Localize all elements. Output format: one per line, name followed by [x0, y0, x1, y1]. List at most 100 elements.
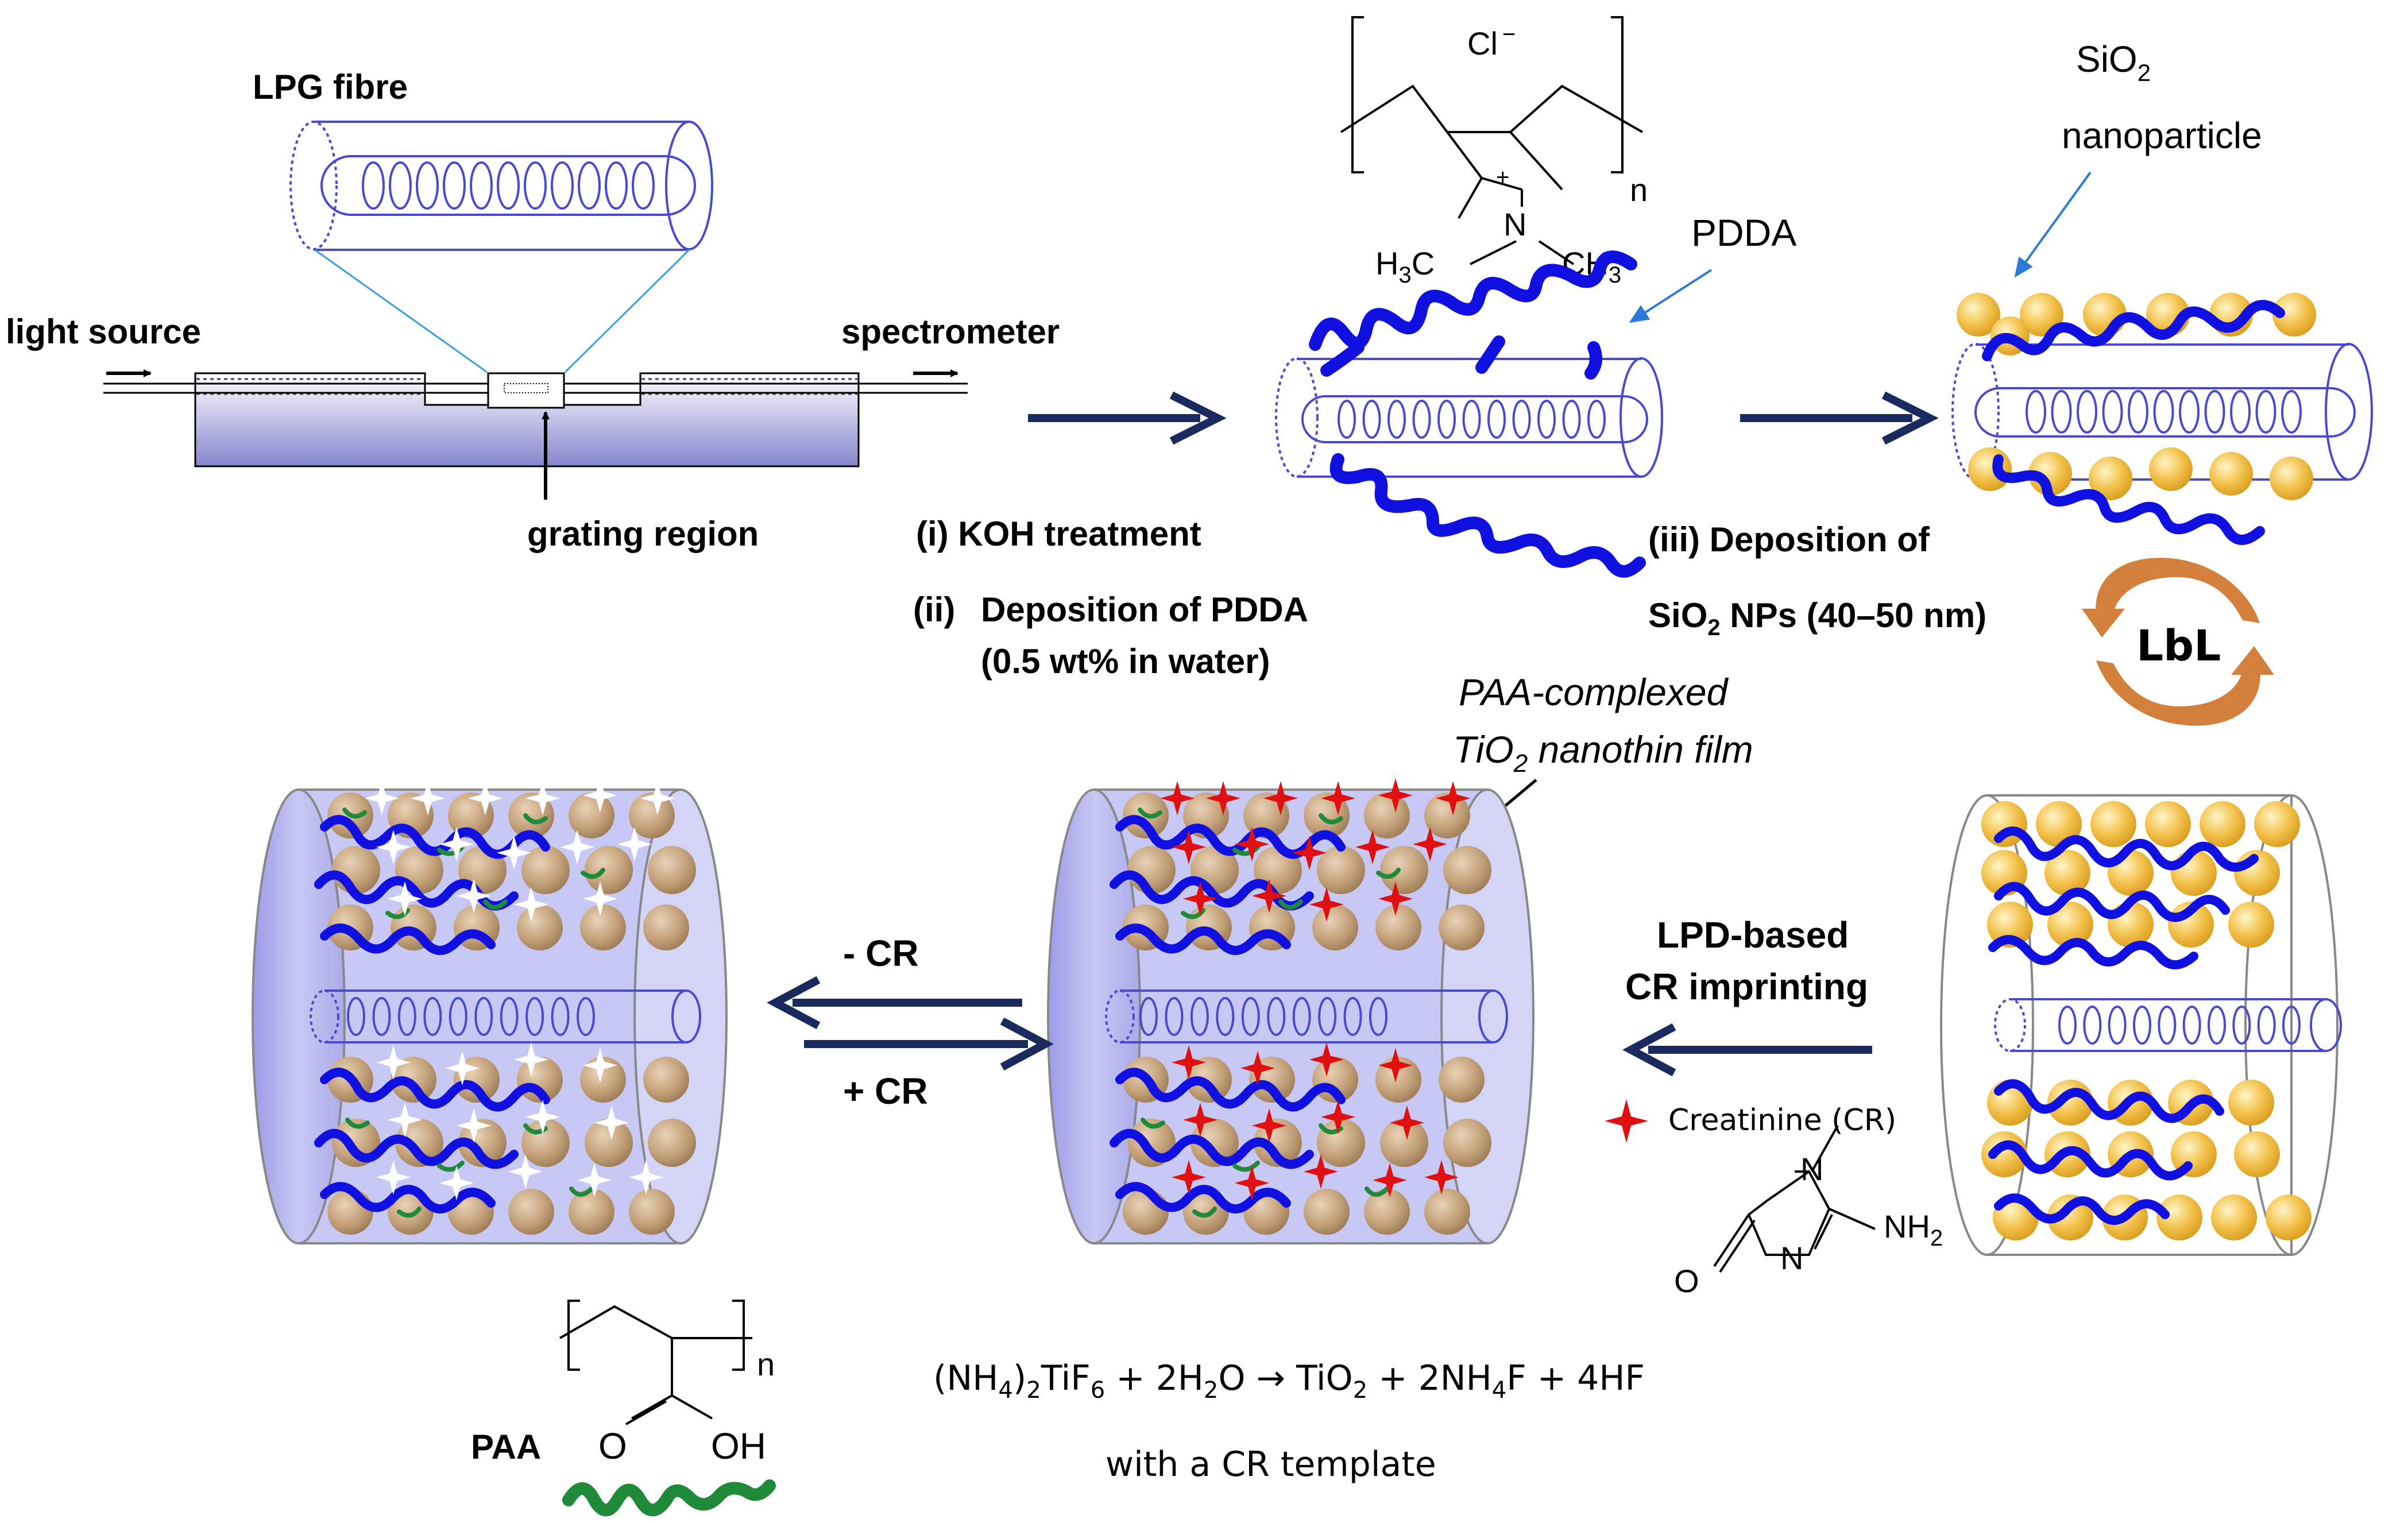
grating-loop [1338, 400, 1356, 439]
nanoparticle [2209, 452, 2253, 496]
left-paa-top [342, 807, 605, 919]
creatinine-legend-text: Creatinine (CR) [1668, 1103, 1896, 1138]
step-iii-line2: SiO2 NPs (40–50 nm) [1648, 596, 1986, 640]
nanoparticle [508, 1189, 554, 1235]
nanoparticle [1968, 447, 2012, 491]
sio2-pointer [2014, 171, 2092, 278]
nanoparticle [1443, 1119, 1491, 1167]
imprinted-cavity [594, 1105, 629, 1140]
grating-lines [504, 383, 548, 393]
grating-loop [1437, 400, 1456, 439]
step-ii-num: (ii) [913, 590, 955, 629]
grating-loop [2230, 390, 2251, 434]
creatinine-star [1304, 1154, 1338, 1189]
grating-loop [577, 997, 595, 1036]
imprinted-cavity [508, 1154, 543, 1189]
imprinted-cavity [376, 830, 411, 864]
nanoparticle [1312, 904, 1358, 950]
grating-loop [2133, 1006, 2151, 1045]
grating-loop [2204, 390, 2225, 434]
grating-loop [1190, 997, 1209, 1036]
grating-loop [449, 997, 467, 1036]
nanoparticle [2254, 801, 2300, 847]
grating-loop [2058, 1006, 2077, 1045]
grating-loop [1267, 997, 1286, 1036]
creatinine-star [1321, 1100, 1355, 1134]
nanoparticle [1123, 1189, 1169, 1235]
paa-o: O [598, 1425, 627, 1467]
nanoparticle [2171, 850, 2217, 896]
middle-paa-top [1138, 807, 1401, 919]
nanoparticle [2228, 902, 2274, 948]
nanoparticle [1424, 1189, 1470, 1235]
reaction-template-note: with a CR template [1106, 1444, 1436, 1485]
grating-loop [1369, 997, 1387, 1036]
creatinine-templates [1160, 778, 1470, 1200]
imprinted-cavity [525, 781, 560, 815]
grating-loop [470, 161, 493, 210]
imprinted-cavities [365, 778, 675, 1200]
grating-loop [362, 161, 385, 210]
lpd-line2: CR imprinting [1625, 966, 1868, 1007]
imprinted-cavity [376, 1160, 411, 1195]
nanoparticle [2156, 1195, 2202, 1240]
grating-loop [605, 161, 628, 210]
creatinine-star [1373, 1163, 1407, 1197]
pdda-chain-top2 [1320, 335, 1602, 380]
grating-loop [1165, 997, 1184, 1036]
creatinine-star [1378, 882, 1413, 916]
nanoparticle [327, 1189, 373, 1235]
grating-loop [2108, 1006, 2127, 1045]
paa-label: PAA [471, 1428, 541, 1466]
creatinine-star [1235, 1166, 1269, 1200]
nanoparticle [1981, 801, 2027, 847]
creatinine-star [1235, 827, 1269, 861]
middle-paa-bottom [1141, 1118, 1389, 1218]
plus-cr-label: + CR [843, 1070, 928, 1112]
nanoparticle [1439, 1057, 1485, 1103]
pdda-nitrogen: N [1503, 206, 1526, 242]
cr-imprinted-fibre [1047, 778, 1535, 1244]
grating-loop [2051, 390, 2072, 434]
nanoparticle [629, 1189, 675, 1235]
nanoparticle [1364, 1189, 1410, 1235]
creatinine-legend-star [1605, 1099, 1648, 1143]
grating-loop [1292, 997, 1311, 1036]
pdda-pointer [1629, 269, 1713, 323]
creatinine-star [1172, 830, 1206, 864]
grating-loop [2153, 390, 2174, 434]
imprinted-cavity [388, 1103, 422, 1137]
imprinted-cavity [560, 830, 594, 864]
imprinted-cavity [497, 836, 531, 870]
process-arrow-1 [1028, 391, 1227, 445]
nanoparticle [1443, 846, 1491, 894]
nanoparticle [2028, 452, 2072, 496]
imprinted-cavity [439, 1166, 474, 1200]
imprinted-cavity [457, 879, 491, 913]
grating-loop [1412, 400, 1431, 439]
nanoparticle [395, 1119, 443, 1167]
nanoparticle [2047, 1195, 2093, 1240]
nanoparticle [391, 1057, 436, 1103]
sio2-fibre-pdda-top [1982, 300, 2285, 361]
zoom-line-right [564, 249, 690, 373]
creatinine-star [1436, 781, 1470, 815]
grating-loop [2077, 390, 2097, 434]
nanoparticle [1254, 1119, 1302, 1167]
nanoparticle [1375, 1057, 1421, 1103]
step-ii-conc: (0.5 wt% in water) [981, 642, 1270, 681]
grating-loop [1241, 997, 1260, 1036]
creatinine-star [1252, 879, 1286, 913]
grating-loop [2026, 390, 2046, 434]
grating-loop [1587, 400, 1606, 439]
grating-loop [1487, 400, 1506, 439]
plus-cr-arrow [804, 1017, 1054, 1071]
grating-loop [1512, 400, 1531, 439]
bottom-right-pdda-top [1988, 826, 2259, 969]
nanoparticle [458, 1119, 507, 1167]
creatinine-star [1355, 830, 1390, 864]
grating-loop [389, 161, 412, 210]
creatinine-star [1292, 836, 1327, 870]
creatinine-star [1309, 1042, 1344, 1077]
lbl-arrow-top [2096, 558, 2260, 623]
